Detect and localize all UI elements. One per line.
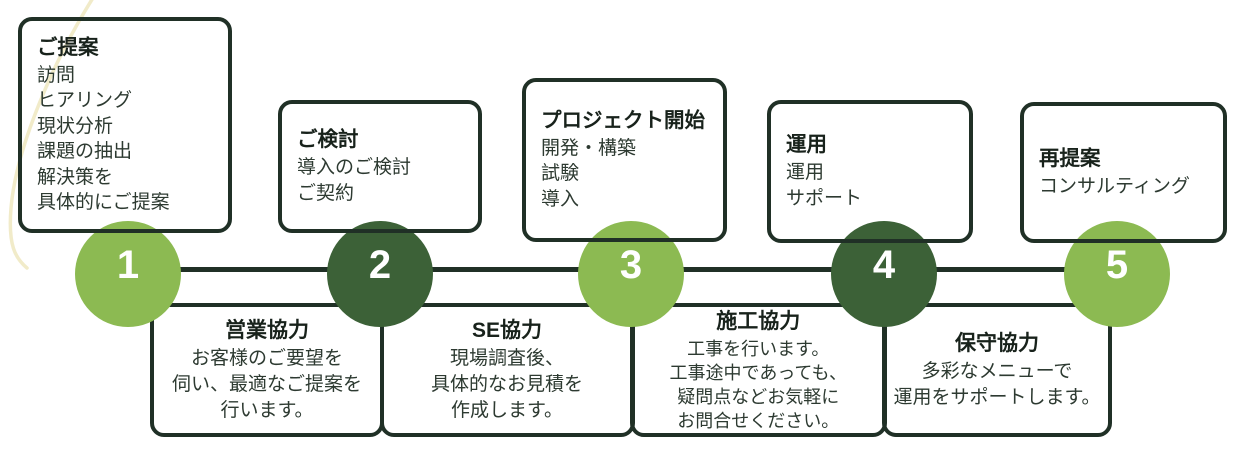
top-box-operation: 運用 運用 サポート (767, 100, 973, 243)
top-box-line: サポート (786, 187, 863, 209)
bottom-box-maintenance-support: 保守協力 多彩なメニューで 運用をサポートします。 (882, 303, 1112, 437)
top-box-line: 試験 (541, 163, 580, 185)
step-number: 1 (116, 243, 140, 287)
bottom-box-line: お客様のご要望を (190, 347, 343, 369)
top-box-line: 訪問 (37, 64, 76, 86)
bottom-box-line: 行います。 (220, 399, 314, 421)
top-box-line: コンサルティング (1039, 175, 1190, 197)
bottom-box-sales-support: 営業協力 お客様のご要望を 伺い、最適なご提案を 行います。 (150, 303, 384, 437)
bottom-box-title: 営業協力 (225, 318, 309, 342)
step-circle-5: 5 (1064, 221, 1170, 327)
top-box-line: 導入のご検討 (297, 157, 412, 178)
step-number: 2 (368, 243, 392, 287)
step-number: 5 (1105, 243, 1129, 287)
bottom-box-title: 保守協力 (955, 331, 1039, 355)
step-circle-4: 4 (831, 221, 937, 327)
bottom-box-line: 運用をサポートします。 (893, 386, 1101, 408)
bottom-box-line: 工事途中であっても、 (669, 362, 847, 383)
top-box-line: ご契約 (297, 182, 355, 204)
top-box-title: ご検討 (297, 128, 359, 151)
top-box-line: 運用 (786, 162, 825, 183)
bottom-box-line: 現場調査後、 (449, 347, 564, 369)
top-box-line: 具体的にご提案 (37, 192, 170, 213)
top-box-line: 課題の抽出 (37, 141, 133, 162)
top-box-title: 運用 (786, 133, 827, 156)
top-box-line: ヒアリング (37, 90, 133, 111)
bottom-box-line: 作成します。 (450, 399, 564, 421)
step-circle-1: 1 (75, 221, 181, 327)
top-box-re-proposal: 再提案 コンサルティング (1020, 102, 1227, 243)
top-box-line: 開発・構築 (541, 137, 637, 159)
step-number: 4 (872, 243, 896, 287)
bottom-box-construction-support: 施工協力 工事を行います。 工事途中であっても、 疑問点などお気軽に お問合せく… (630, 303, 887, 437)
top-box-line: 解決策を (37, 166, 114, 188)
bottom-box-title: 施工協力 (716, 309, 801, 333)
bottom-box-title: SE協力 (471, 318, 542, 342)
bottom-box-line: 伺い、最適なご提案を (171, 373, 362, 395)
top-box-consideration: ご検討 導入のご検討 ご契約 (278, 100, 482, 233)
step-circle-2: 2 (327, 221, 433, 327)
top-box-title: ご提案 (37, 35, 99, 59)
top-box-line: 導入 (541, 188, 580, 210)
bottom-box-line: 具体的なお見積を (430, 373, 583, 395)
bottom-box-line: 疑問点などお気軽に (677, 386, 840, 407)
bottom-box-line: 多彩なメニューで (921, 360, 1073, 382)
bottom-box-line: 工事を行います。 (687, 338, 830, 359)
top-box-line: 現状分析 (37, 115, 114, 137)
bottom-box-se-support: SE協力 現場調査後、 具体的なお見積を 作成します。 (379, 303, 635, 437)
top-box-title: 再提案 (1039, 146, 1101, 170)
top-box-title: プロジェクト開始 (541, 108, 705, 132)
step-number: 3 (619, 243, 643, 287)
bottom-box-line: お問合せください。 (677, 410, 840, 431)
top-box-proposal: ご提案 訪問 ヒアリング 現状分析 課題の抽出 解決策を 具体的にご提案 (18, 17, 232, 233)
top-box-project-start: プロジェクト開始 開発・構築 試験 導入 (522, 78, 727, 242)
